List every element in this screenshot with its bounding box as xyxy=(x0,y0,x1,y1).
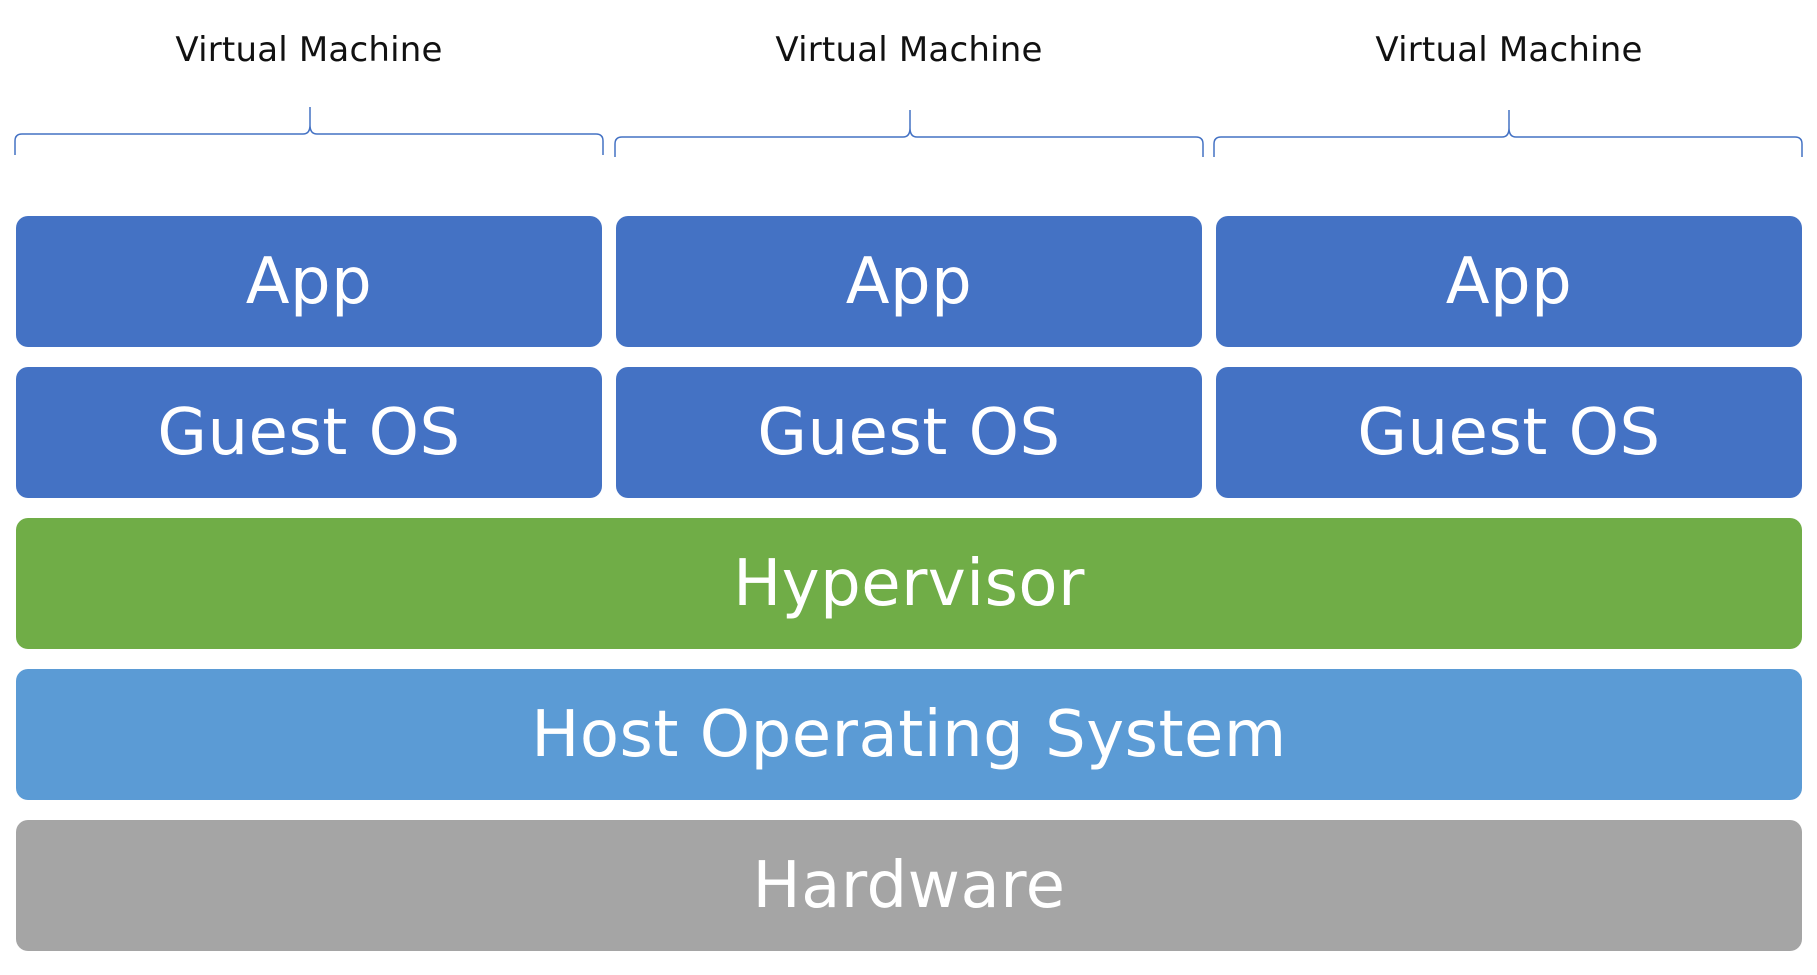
vm-brace-2 xyxy=(614,110,1204,157)
app-block-3: App xyxy=(1216,216,1802,347)
vm-label-1: Virtual Machine xyxy=(175,30,443,70)
guest-os-block-2: Guest OS xyxy=(616,367,1202,498)
app-block-1: App xyxy=(16,216,602,347)
vm-label-3: Virtual Machine xyxy=(1375,30,1643,70)
guest-os-block-3: Guest OS xyxy=(1216,367,1802,498)
guest-os-block-1: Guest OS xyxy=(16,367,602,498)
app-block-2: App xyxy=(616,216,1202,347)
vm-brace-3 xyxy=(1213,110,1803,157)
hypervisor-layer: Hypervisor xyxy=(16,518,1802,649)
vm-label-2: Virtual Machine xyxy=(775,30,1043,70)
vm-brace-1 xyxy=(14,107,604,155)
host-os-layer: Host Operating System xyxy=(16,669,1802,800)
hardware-layer: Hardware xyxy=(16,820,1802,951)
